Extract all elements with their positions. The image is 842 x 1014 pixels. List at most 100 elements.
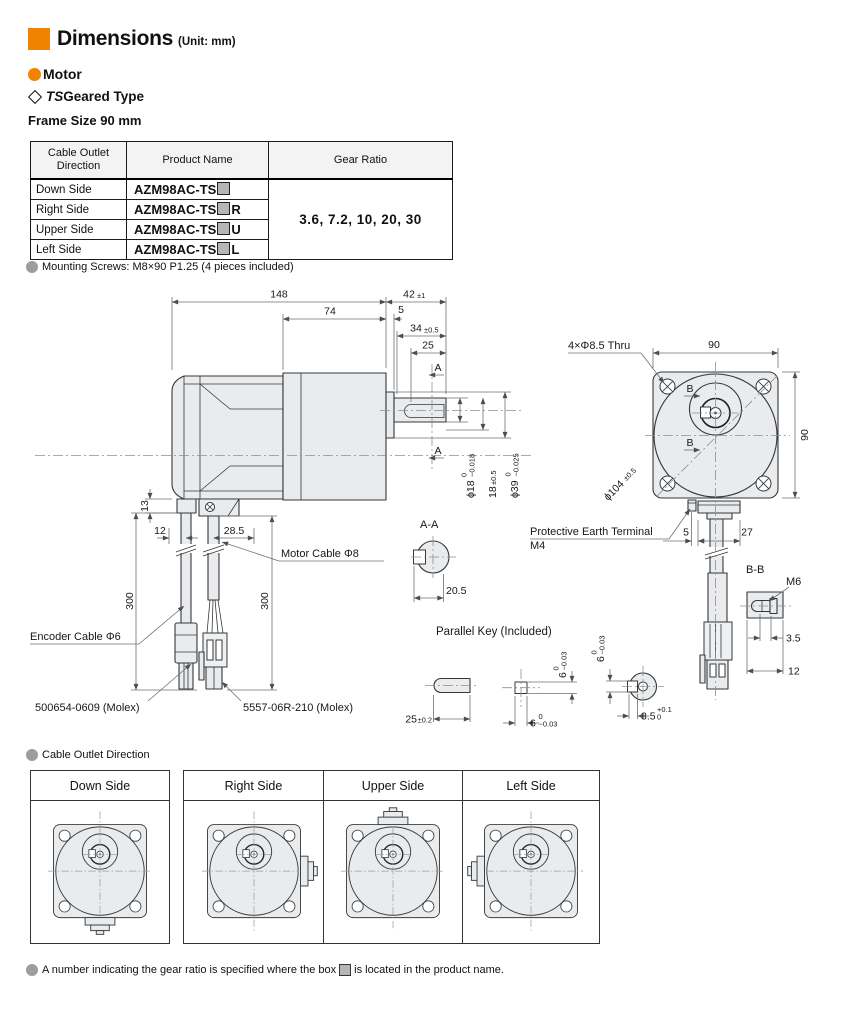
dim-key-6-width: 6	[530, 718, 536, 730]
dim-13: 13	[139, 500, 151, 512]
dim-42: 42	[403, 289, 415, 301]
direction-cell: Upper Side	[30, 219, 127, 240]
outlet-panel-drawing	[184, 801, 323, 943]
gear-box-placeholder-icon	[217, 222, 231, 235]
product-cell: AZM98AC-TS	[126, 178, 269, 200]
dim-key-6w-tol0: 0	[539, 712, 543, 721]
dim-phi39: ϕ39	[509, 480, 521, 498]
outlet-panel-right: Right Side	[184, 771, 323, 943]
encoder-connector-label: 500654-0609 (Molex)	[35, 702, 140, 714]
dim-phi104: ϕ104	[602, 478, 627, 503]
footnote-text-pre: A number indicating the gear ratio is sp…	[42, 964, 337, 976]
ts-label: TS	[46, 89, 64, 104]
gear-box-placeholder-icon	[217, 242, 231, 255]
encoder-cable-label: Encoder Cable Φ6	[30, 631, 121, 643]
product-suffix: R	[231, 202, 241, 217]
dim-90-height: 90	[799, 429, 811, 441]
parallel-key-title: Parallel Key (Included)	[436, 626, 552, 638]
section-bb: B-B M6 3.5 12	[740, 564, 801, 678]
earth-terminal-label: Protective Earth Terminal	[530, 526, 653, 538]
direction-cell: Down Side	[30, 178, 127, 200]
motor-cable	[207, 515, 220, 601]
section-b-label: B	[686, 383, 693, 395]
outlet-panel-title: Left Side	[463, 771, 599, 801]
earth-terminal	[687, 499, 697, 512]
section-a-label: A	[434, 445, 441, 457]
dim-90-width: 90	[708, 339, 720, 351]
gland-upper	[377, 816, 409, 826]
dim-300-encoder: 300	[124, 592, 136, 610]
dim-phi104-tol: ±0.5	[621, 466, 638, 483]
parallel-key: Parallel Key (Included) 25 ±0.2 6 0 −0.0…	[405, 626, 672, 730]
output-shaft	[393, 397, 447, 423]
dim-12: 12	[154, 525, 166, 537]
thru-holes-label: 4×Φ8.5 Thru	[568, 340, 630, 352]
gear-box-placeholder-icon	[339, 964, 352, 976]
dim-20-5: 20.5	[446, 585, 467, 597]
outlet-panel-drawing	[463, 801, 599, 943]
dim-27: 27	[741, 527, 753, 539]
table-header-row: Cable Outlet Direction Product Name Gear…	[30, 141, 453, 180]
motor-front-down	[47, 811, 153, 935]
dim-keyway-6: 6	[595, 656, 607, 662]
dim-key-3-5: 3.5	[641, 711, 656, 723]
product-table: Cable Outlet Direction Product Name Gear…	[30, 141, 453, 260]
gearbox	[282, 372, 387, 501]
gear-ratio-footnote: A number indicating the gear ratio is sp…	[26, 964, 504, 976]
dim-148: 148	[270, 289, 288, 301]
section-aa: A-A 20.5	[411, 519, 467, 602]
geared-type-label: Geared Type	[63, 89, 145, 104]
diamond-icon	[27, 89, 43, 104]
encoder-connector	[174, 622, 198, 664]
dim-phi39-tol: −0.025	[512, 453, 521, 476]
col-header-direction: Cable Outlet Direction	[30, 141, 127, 180]
dim-34-tol: ±0.5	[424, 326, 439, 335]
keyway	[404, 404, 445, 418]
outlet-panel-drawing	[31, 801, 169, 943]
table-row: Down Side AZM98AC-TS 3.6, 7.2, 10, 20, 3…	[30, 178, 453, 260]
section-bb-title: B-B	[746, 564, 764, 576]
dim-key-6h-tol0: 0	[552, 666, 561, 670]
page-header: Dimensions (Unit: mm)	[28, 27, 236, 51]
earth-terminal-size: M4	[530, 540, 545, 552]
outlet-panel-upper: Upper Side	[323, 771, 462, 943]
outlet-panel-group: Right Side	[183, 770, 600, 944]
dim-28-5: 28.5	[224, 525, 245, 537]
dim-key-6h-tol: −0.03	[560, 652, 569, 671]
dim-phi18-tol0: 0	[460, 473, 469, 477]
motor-heading-label: Motor	[43, 66, 82, 82]
section-aa-title: A-A	[420, 519, 439, 531]
dim-18-tol: ±0.5	[489, 470, 498, 485]
frame-size-heading: Frame Size 90 mm	[28, 113, 141, 128]
dim-key-3-5-tollo: 0	[657, 713, 661, 722]
dim-keyway-6-tol: −0.03	[598, 636, 607, 655]
gear-ratio-cell: 3.6, 7.2, 10, 20, 30	[268, 178, 453, 260]
gear-box-placeholder-icon	[217, 202, 231, 215]
section-b-label: B	[686, 437, 693, 449]
motor-connector-label: 5557-06R-210 (Molex)	[243, 702, 353, 714]
dim-key-6w-tol: −0.03	[539, 720, 558, 729]
motor-front-upper	[340, 807, 446, 931]
dim-key-25: 25	[405, 714, 417, 726]
dim-5-terminal: 5	[683, 527, 689, 539]
gray-circle-icon	[26, 261, 38, 273]
dim-phi39-tol0: 0	[504, 472, 513, 476]
outlet-direction-title: Cable Outlet Direction	[42, 749, 150, 761]
unit-label: (Unit: mm)	[178, 36, 236, 48]
shaft-boss	[385, 391, 395, 439]
product-prefix: AZM98AC-TS	[134, 182, 217, 197]
outlet-panel-title: Upper Side	[324, 771, 462, 801]
footnote-text-post: is located in the product name.	[354, 964, 504, 976]
dim-key-6-height: 6	[557, 672, 569, 678]
dim-300-motor: 300	[259, 592, 271, 610]
col-header-gear: Gear Ratio	[268, 141, 453, 180]
dim-18: 18	[487, 486, 499, 498]
dim-key-3-5-tolhi: +0.1	[657, 705, 672, 714]
outlet-direction-heading: Cable Outlet Direction	[26, 749, 150, 761]
gray-circle-icon	[26, 964, 38, 976]
dim-12-bb: 12	[788, 666, 800, 678]
frame-size-label: Frame Size 90 mm	[28, 113, 142, 128]
page-title: Dimensions	[57, 27, 174, 50]
